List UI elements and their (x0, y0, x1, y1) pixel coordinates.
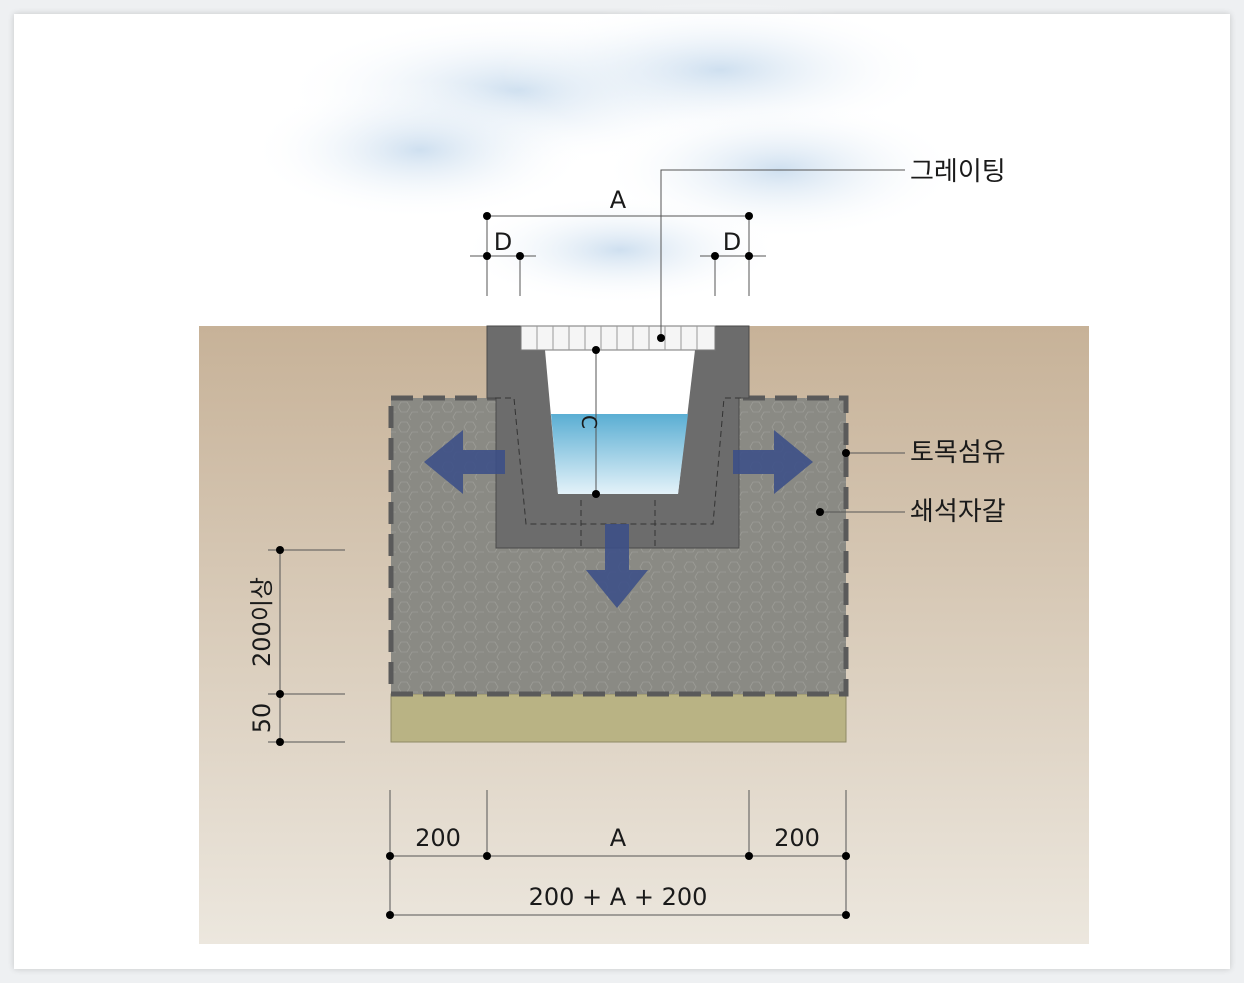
label-crushed-stone: 쇄석자갈 (910, 497, 1006, 527)
flow-arrow-down (586, 524, 648, 608)
dim-water-depth: C (577, 415, 601, 429)
dim-left-offset: D (494, 228, 512, 256)
label-grating: 그레이팅 (910, 157, 1006, 187)
dim-bottom-total: 200 + A + 200 (529, 883, 708, 911)
dimension-dots (276, 212, 850, 919)
dim-top-width: A (610, 186, 627, 214)
flow-arrow-right (733, 430, 813, 494)
dim-base-thickness: 50 (248, 703, 276, 734)
dim-depth-min: 200이상 (248, 577, 276, 667)
dim-right-offset: D (723, 228, 741, 256)
channel-inner-lines (495, 397, 745, 548)
water (551, 414, 688, 494)
flow-arrows (424, 430, 813, 608)
dim-bottom-right: 200 (774, 824, 820, 852)
grating (520, 325, 716, 351)
sand-base-layer (390, 693, 847, 743)
dimension-lines (268, 169, 905, 916)
sky-clouds (250, 0, 960, 305)
dim-bottom-left: 200 (415, 824, 461, 852)
dim-bottom-center: A (610, 824, 627, 852)
label-geotextile: 토목섬유 (910, 438, 1006, 468)
flow-arrow-left (424, 430, 505, 494)
